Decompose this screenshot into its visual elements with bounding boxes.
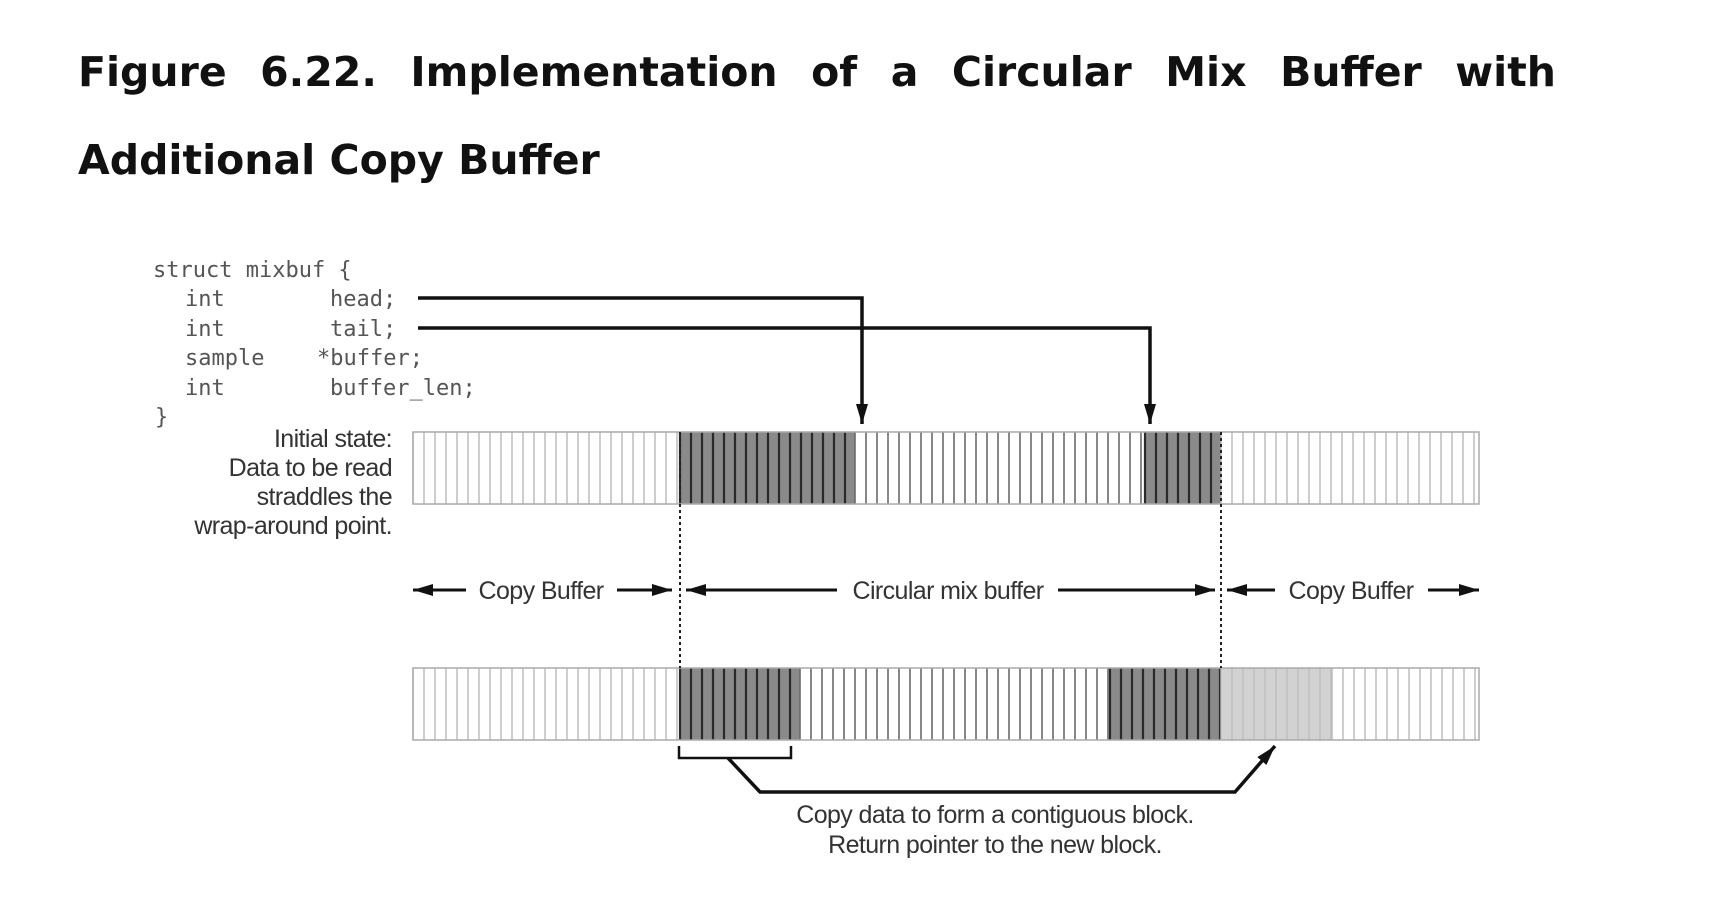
code-line-struct: struct mixbuf { (153, 258, 352, 283)
left-copy-buffer-label: Copy Buffer (479, 577, 604, 605)
caption-word: of (811, 48, 858, 96)
code-name-buffer: *buffer; (317, 346, 423, 371)
code-type-buffer: sample (185, 346, 264, 371)
initial-state-line-1: Initial state: (274, 425, 392, 453)
copy-note-line-1: Copy data to form a contiguous block. (796, 801, 1193, 829)
initial-state-label: Initial state: Data to be read straddles… (193, 425, 392, 540)
buffer-segment (1221, 432, 1479, 504)
code-type-tail: int (185, 317, 225, 342)
code-name-head: head; (330, 287, 396, 312)
circular-mix-buffer-label: Circular mix buffer (853, 577, 1044, 605)
caption-word: a (890, 48, 919, 96)
caption-word: Figure (78, 48, 227, 96)
buffer-segment (413, 432, 680, 504)
struct-code: struct mixbuf { int head; int tail; samp… (153, 258, 476, 430)
code-name-tail: tail; (330, 317, 396, 342)
buffer-segment (680, 668, 800, 740)
initial-state-line-4: wrap-around point. (193, 512, 392, 540)
code-type-len: int (185, 376, 225, 401)
region-labels: Copy Buffer Circular mix buffer Copy Buf… (479, 577, 1415, 605)
copy-bracket (677, 744, 1277, 794)
boundary-lines (679, 432, 1222, 668)
initial-state-line-2: Data to be read (229, 454, 392, 482)
tail-pointer-arrow (418, 326, 1156, 424)
buffer-segment (800, 668, 1110, 740)
code-type-head: int (185, 287, 225, 312)
buffer-outline (412, 431, 1480, 505)
caption-word: with (1455, 48, 1556, 96)
caption-word: 6.22. (260, 48, 377, 96)
copy-arrow (726, 744, 1277, 794)
buffer-segment (1332, 668, 1479, 740)
head-pointer-arrow (418, 296, 868, 424)
pointer-arrows (418, 296, 1156, 424)
buffer-initial-state (412, 431, 1480, 505)
caption-line-2: Additional Copy Buffer (78, 136, 600, 184)
caption-word: Implementation (410, 48, 778, 96)
buffer-after-copy (412, 667, 1480, 741)
buffer-segment (413, 668, 680, 740)
caption-word: Mix (1165, 48, 1247, 96)
figure-caption: Figure 6.22. Implementation of a Circula… (78, 28, 1578, 204)
code-name-len: buffer_len; (330, 376, 476, 401)
caption-line-1: Figure 6.22. Implementation of a Circula… (78, 28, 1556, 116)
copy-note: Copy data to form a contiguous block. Re… (796, 801, 1194, 859)
buffer-outline (412, 667, 1480, 741)
caption-word: Buffer (1280, 48, 1422, 96)
bracket (677, 746, 793, 760)
initial-state-line-3: straddles the (257, 483, 392, 511)
buffer-segment (1145, 432, 1221, 504)
copy-note-line-2: Return pointer to the new block. (828, 831, 1162, 859)
caption-word: Circular (951, 48, 1132, 96)
code-line-close: } (155, 405, 168, 430)
right-copy-buffer-label: Copy Buffer (1289, 577, 1414, 605)
